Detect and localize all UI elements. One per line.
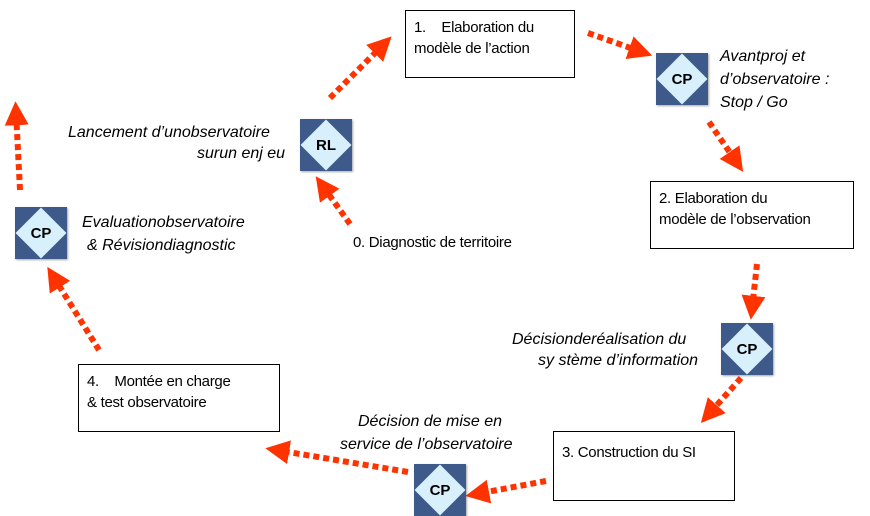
mise-service-caption-line1: Décision de mise en (358, 413, 503, 430)
arrow-cp-avant-to-step2 (706, 120, 744, 172)
cp-marker-label: CP (736, 340, 758, 358)
step1-line1: 1. Elaboration du (414, 19, 534, 36)
step1-box: 1. Elaboration du modèle de l’action (405, 10, 575, 78)
step4-line2: & test observatoire (87, 394, 207, 411)
decision-si-caption-line2: sy stème d’information (538, 352, 699, 369)
cp-evaluation-marker: CP (15, 207, 67, 259)
step0-label: 0. Diagnostic de territoire (353, 234, 512, 251)
evaluation-caption-line2: & Révisiondiagnostic (87, 237, 236, 254)
arrow-step0-to-rl (315, 176, 353, 226)
step3-box: 3. Construction du SI (553, 431, 735, 501)
decision-si-caption-line1: Décisionderéalisation du (512, 331, 687, 348)
arrow-cp-service-to-step4 (265, 440, 409, 475)
arrow-step4-to-cp-evaluation (47, 266, 102, 352)
step4-box: 4. Montée en charge & test observatoire (78, 364, 280, 432)
arrow-cp-evaluation-to-exit (4, 101, 29, 191)
avant-projet-caption-line3: Stop / Go (720, 94, 788, 111)
rl-marker-label: RL (316, 136, 336, 154)
step4-line1: 4. Montée en charge (87, 373, 231, 390)
lancement-caption-line1: Lancement d’unobservatoire (68, 124, 270, 141)
cp-marker-label: CP (30, 224, 52, 242)
cp-marker-label: CP (429, 481, 451, 499)
step1-line2: modèle de l’action (414, 40, 530, 57)
step3-line1: 3. Construction du SI (562, 444, 696, 461)
arrow-cp-decision-to-step3 (700, 376, 744, 424)
evaluation-caption-line1: Evaluationobservatoire (82, 214, 245, 231)
step2-line1: 2. Elaboration du (659, 190, 768, 207)
step2-line2: modèle de l’observation (659, 211, 811, 228)
rl-marker: RL (300, 119, 352, 171)
avant-projet-caption-line2: d’observatoire : (720, 71, 830, 88)
arrow-step2-to-cp-decision (741, 263, 766, 320)
cp-marker-label: CP (671, 70, 693, 88)
cp-mise-service-marker: CP (414, 464, 466, 516)
mise-service-caption-line2: service de l’observatoire (340, 436, 513, 453)
arrow-step3-to-cp-service (465, 478, 547, 504)
avant-projet-caption-line1: Avantproj et (720, 48, 806, 65)
cp-avant-projet-marker: CP (656, 53, 708, 105)
arrow-step1-to-cp-avant (587, 30, 653, 59)
cp-decision-si-marker: CP (721, 323, 773, 375)
step2-box: 2. Elaboration du modèle de l’observatio… (650, 181, 854, 249)
arrow-rl-to-step1 (327, 36, 392, 101)
lancement-caption-line2: surun enj eu (197, 145, 286, 162)
